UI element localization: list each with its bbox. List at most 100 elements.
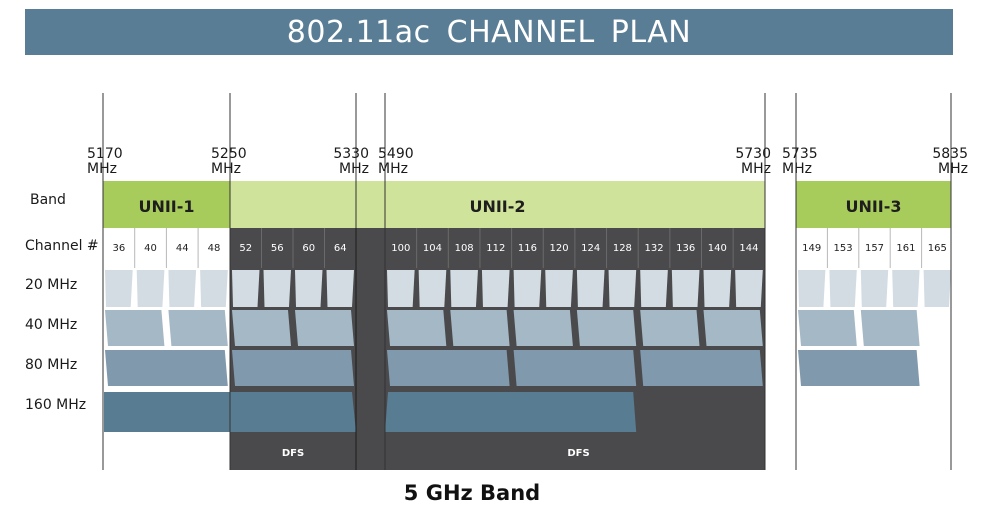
freq-unit-5250: MHz: [211, 161, 241, 177]
row-label-w40: 40 MHz: [25, 317, 77, 333]
row-label-w160: 160 MHz: [25, 397, 86, 413]
band-bar-unii-1: [103, 181, 230, 228]
w20-block-ch104: [418, 270, 447, 307]
channel-number-140: 140: [708, 243, 727, 254]
w20-block-ch149: [798, 270, 826, 307]
freq-value-5490: 5490: [378, 146, 414, 162]
w80-block-ch132: [640, 350, 763, 386]
w20-block-ch60: [295, 270, 323, 307]
w40-block-ch132: [640, 310, 700, 346]
freq-unit-5735: MHz: [782, 161, 812, 177]
channel-number-60: 60: [302, 243, 315, 254]
freq-unit-5490: MHz: [378, 161, 408, 177]
w20-block-ch136: [671, 270, 700, 307]
w20-block-ch140: [703, 270, 732, 307]
channel-number-36: 36: [112, 243, 125, 254]
w20-block-ch100: [387, 270, 415, 307]
freq-unit-5835: MHz: [938, 161, 968, 177]
band-caption: 5 GHz Band: [403, 481, 541, 505]
freq-value-5170: 5170: [87, 146, 123, 162]
row-label-band: Band: [30, 192, 66, 208]
freq-value-5735: 5735: [782, 146, 818, 162]
channel-number-56: 56: [271, 243, 284, 254]
dfs-region-2: [356, 228, 765, 470]
w40-block-ch116: [513, 310, 573, 346]
channel-number-48: 48: [208, 243, 221, 254]
frequency-boundary-lines: [102, 93, 952, 470]
dfs-label-2: DFS: [567, 448, 589, 459]
w80-block-ch149: [798, 350, 920, 386]
w20-block-ch165: [923, 270, 951, 307]
w40-block-ch149: [798, 310, 857, 346]
channel-number-161: 161: [896, 243, 915, 254]
freq-unit-5330: MHz: [339, 161, 369, 177]
channel-number-120: 120: [550, 243, 569, 254]
channel-number-128: 128: [613, 243, 632, 254]
channel-number-165: 165: [928, 243, 947, 254]
channel-number-136: 136: [676, 243, 695, 254]
channel-number-149: 149: [802, 243, 821, 254]
w20-block-ch144: [735, 270, 763, 307]
channel-number-144: 144: [739, 243, 758, 254]
band-label-unii-3: UNII-3: [845, 197, 901, 216]
channel-number-40: 40: [144, 243, 157, 254]
dfs-regions: [230, 228, 765, 470]
w20-block-ch124: [576, 270, 605, 307]
w20-block-ch161: [892, 270, 920, 307]
channel-number-52: 52: [239, 243, 252, 254]
freq-unit-5170: MHz: [87, 161, 117, 177]
w80-block-ch100: [387, 350, 510, 386]
freq-value-5330: 5330: [333, 146, 369, 162]
w80-block-ch52: [232, 350, 354, 386]
channel-number-153: 153: [834, 243, 853, 254]
w20-block-ch56: [263, 270, 291, 307]
w40-block-ch36: [105, 310, 165, 346]
w20-block-ch64: [326, 270, 354, 307]
w20-block-ch52: [232, 270, 260, 307]
w80-block-ch116: [513, 350, 637, 386]
w160-block-ch100: [385, 392, 637, 432]
w40-block-ch60: [295, 310, 354, 346]
w20-block-ch157: [860, 270, 889, 307]
w40-block-ch44: [168, 310, 228, 346]
band-label-unii-2: UNII-2: [469, 197, 525, 216]
w20-block-ch112: [481, 270, 510, 307]
channel-number-44: 44: [176, 243, 189, 254]
freq-value-5835: 5835: [932, 146, 968, 162]
channel-number-157: 157: [865, 243, 884, 254]
w20-block-ch120: [545, 270, 573, 307]
w20-block-ch128: [608, 270, 637, 307]
dfs-label-1: DFS: [282, 448, 304, 459]
row-label-w20: 20 MHz: [25, 277, 77, 293]
freq-unit-5730: MHz: [741, 161, 771, 177]
freq-value-5250: 5250: [211, 146, 247, 162]
dfs-labels: DFS DFS: [282, 448, 590, 459]
w40-block-ch100: [387, 310, 447, 346]
title-banner: 802.11ac CHANNEL PLAN: [25, 9, 953, 55]
channel-number-104: 104: [423, 243, 442, 254]
w40-block-ch52: [232, 310, 291, 346]
w20-block-ch48: [200, 270, 228, 307]
row-label-channel: Channel #: [25, 238, 99, 254]
w40-block-ch140: [703, 310, 763, 346]
band-bar-unii-2: [230, 181, 765, 228]
w80-block-ch36: [105, 350, 228, 386]
channel-number-100: 100: [391, 243, 410, 254]
w20-block-ch116: [513, 270, 542, 307]
channel-number-108: 108: [455, 243, 474, 254]
frequency-labels: 5170MHz5250MHz5330MHz5490MHz5730MHz5735M…: [87, 146, 968, 177]
channel-number-132: 132: [644, 243, 663, 254]
channel-number-112: 112: [486, 243, 505, 254]
w20-block-ch36: [105, 270, 133, 307]
channel-width-blocks: [104, 270, 951, 432]
channel-number-116: 116: [518, 243, 537, 254]
w20-block-ch153: [829, 270, 857, 307]
w20-block-ch40: [136, 270, 165, 307]
w20-block-ch108: [450, 270, 478, 307]
row-label-w80: 80 MHz: [25, 357, 77, 373]
